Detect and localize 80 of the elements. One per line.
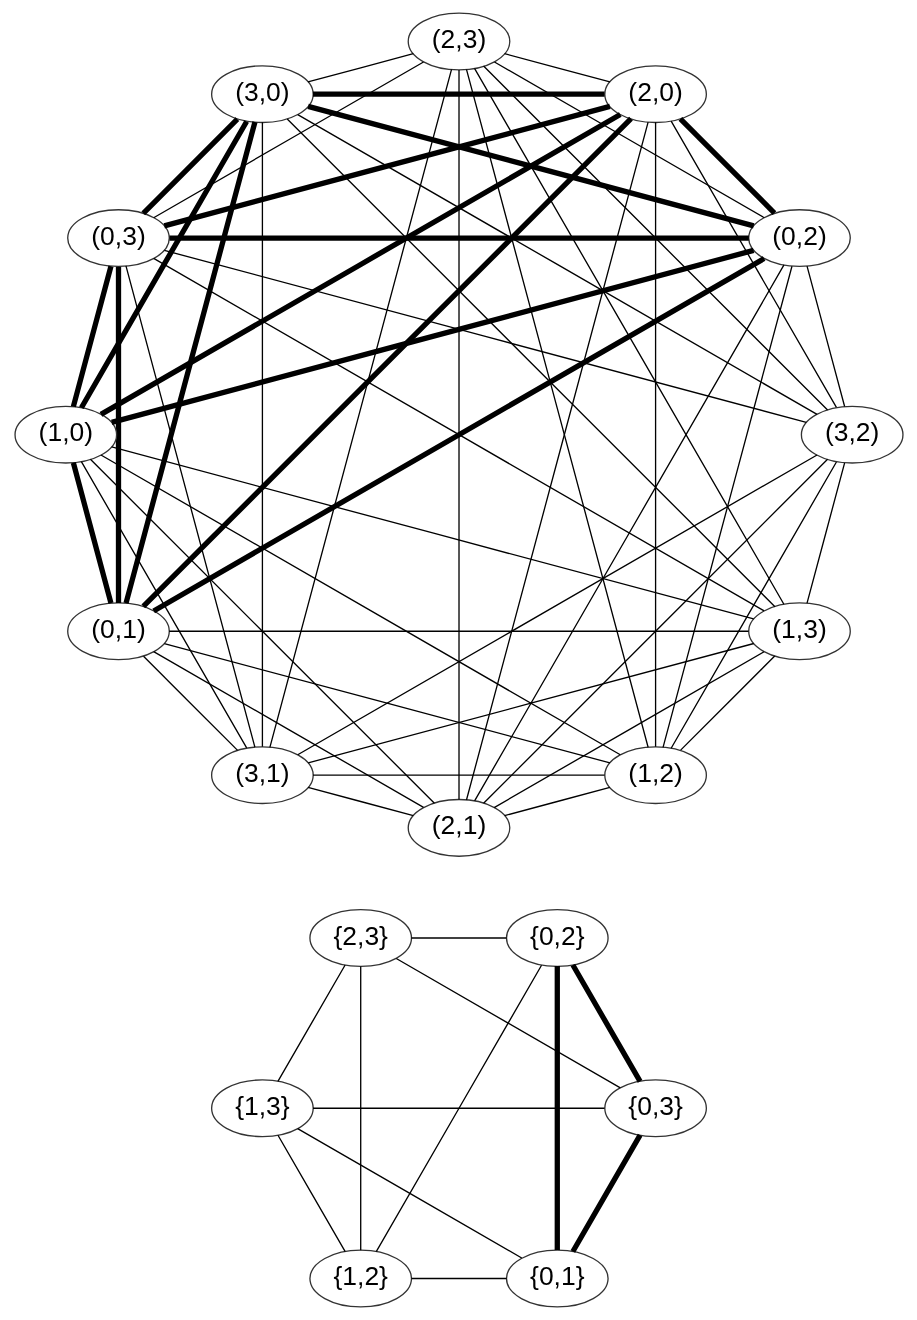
node-ellipse: (2,3) <box>407 12 510 71</box>
connector <box>312 91 605 97</box>
connector <box>570 963 642 1083</box>
connector <box>473 264 785 802</box>
connector <box>482 458 828 804</box>
connector <box>296 113 818 416</box>
connector <box>395 957 621 1089</box>
node-ellipse: {0,3} <box>603 1079 707 1138</box>
node-ellipse: (1,3) <box>747 602 851 661</box>
connector <box>99 112 622 417</box>
node-ellipse: (0,3) <box>66 209 170 268</box>
node-ellipse: {2,3} <box>308 909 412 967</box>
connector <box>167 630 749 632</box>
connector <box>296 454 818 756</box>
connector <box>493 651 765 809</box>
node-ellipse: (2,0) <box>603 65 707 124</box>
connector <box>805 462 845 604</box>
connector <box>78 120 249 410</box>
connector <box>654 121 656 748</box>
connector <box>410 937 507 939</box>
connector <box>359 965 361 1252</box>
connector <box>679 655 775 751</box>
connector <box>110 247 754 425</box>
connector <box>268 68 452 748</box>
connector <box>410 1277 507 1280</box>
node-ellipse: (0,2) <box>747 209 851 268</box>
connector <box>306 53 414 83</box>
connector <box>503 53 611 83</box>
connector <box>311 1107 605 1109</box>
connector <box>503 786 611 817</box>
connector <box>670 461 837 749</box>
connector <box>152 61 424 219</box>
node-ellipse: (0,1) <box>66 602 170 661</box>
node-ellipse: {0,1} <box>505 1249 609 1308</box>
connector <box>140 116 633 609</box>
connector <box>163 103 611 229</box>
connector <box>163 642 611 764</box>
connector <box>110 446 754 620</box>
connector <box>661 265 793 748</box>
node-ellipse: {0,2} <box>505 909 609 967</box>
connector <box>296 1127 522 1259</box>
connector <box>307 642 754 764</box>
connector <box>375 964 542 1253</box>
node-ellipse: (3,0) <box>210 65 314 124</box>
node-ellipse: (1,2) <box>603 746 707 805</box>
connector <box>306 103 754 229</box>
connector <box>142 655 238 752</box>
connector <box>678 117 776 215</box>
connector <box>805 265 845 408</box>
connector <box>457 69 460 801</box>
connector <box>122 121 257 604</box>
connector <box>570 1133 642 1253</box>
node-ellipse: (3,2) <box>800 405 904 464</box>
connector <box>306 786 414 817</box>
node-ellipse: {1,3} <box>210 1079 314 1138</box>
connector <box>152 650 424 809</box>
connector <box>89 458 435 804</box>
connector <box>70 265 113 408</box>
connector <box>168 235 749 241</box>
node-ellipse: (3,1) <box>210 746 314 805</box>
node-ellipse: (1,0) <box>13 405 117 464</box>
node-ellipse: (2,1) <box>407 798 510 857</box>
connector <box>115 266 121 603</box>
connector <box>670 120 837 409</box>
connector <box>163 249 807 424</box>
connector <box>261 121 263 748</box>
connector <box>276 1134 346 1253</box>
connector <box>99 454 621 756</box>
connector <box>140 117 239 216</box>
connector <box>554 966 560 1251</box>
connector <box>276 964 346 1083</box>
connector <box>482 65 828 411</box>
connector <box>70 462 113 604</box>
connector <box>124 265 256 748</box>
connector <box>473 67 785 605</box>
connector <box>80 460 247 749</box>
connector <box>493 61 765 219</box>
node-ellipse: {1,2} <box>308 1249 412 1308</box>
connector <box>286 118 776 608</box>
connector <box>311 774 605 776</box>
